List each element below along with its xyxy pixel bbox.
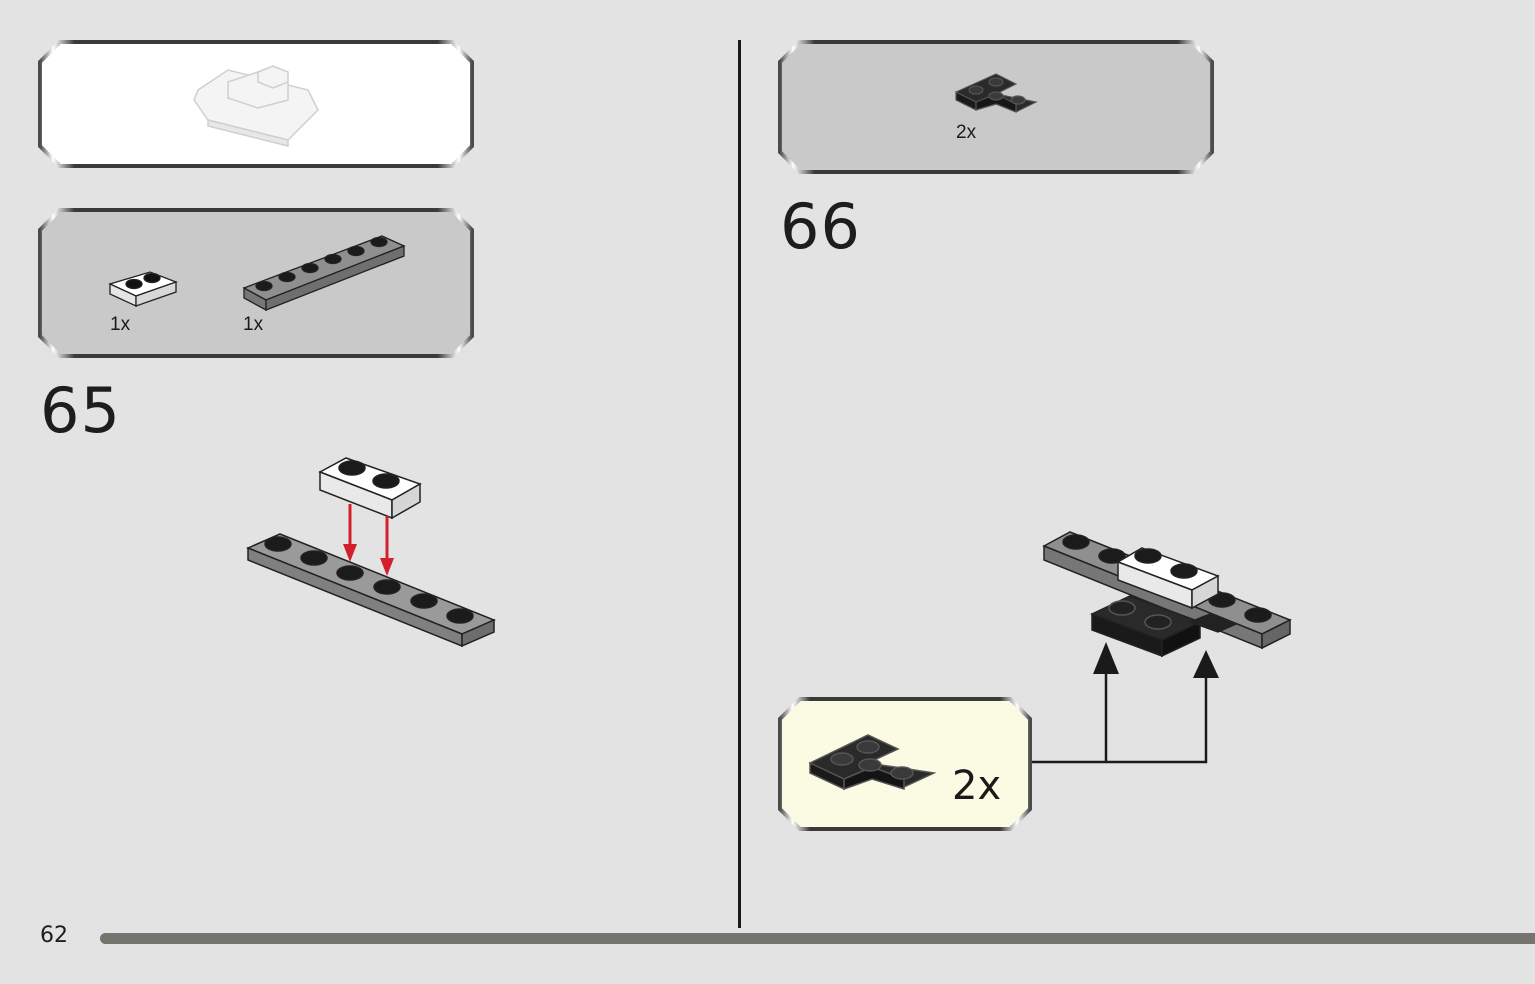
step-65-parts-box: 1x 1x [38,208,474,358]
page-number: 62 [40,923,68,948]
submodel-preview-box [38,40,474,168]
white-assembly-preview-icon [193,65,319,147]
page-footer-bar [100,933,1535,944]
part-quantity: 1x [110,314,131,335]
black-corner-plate-2x2-icon [808,734,937,791]
step-66-parts-box: 2x [778,40,1214,174]
callout-box: 2x [778,697,1032,831]
step-66-build-illustration [1030,531,1292,764]
step-65-build-illustration [246,457,496,648]
column-divider [738,40,741,928]
step-number: 66 [780,190,861,263]
step-number: 65 [40,374,121,447]
black-corner-plate-2x2-icon [954,73,1038,113]
callout-quantity: 2x [952,763,1002,809]
part-quantity: 1x [243,314,264,335]
dark-gray-plate-1x6-icon [242,235,406,312]
white-plate-1x2-icon [108,271,178,308]
part-quantity: 2x [956,122,977,143]
